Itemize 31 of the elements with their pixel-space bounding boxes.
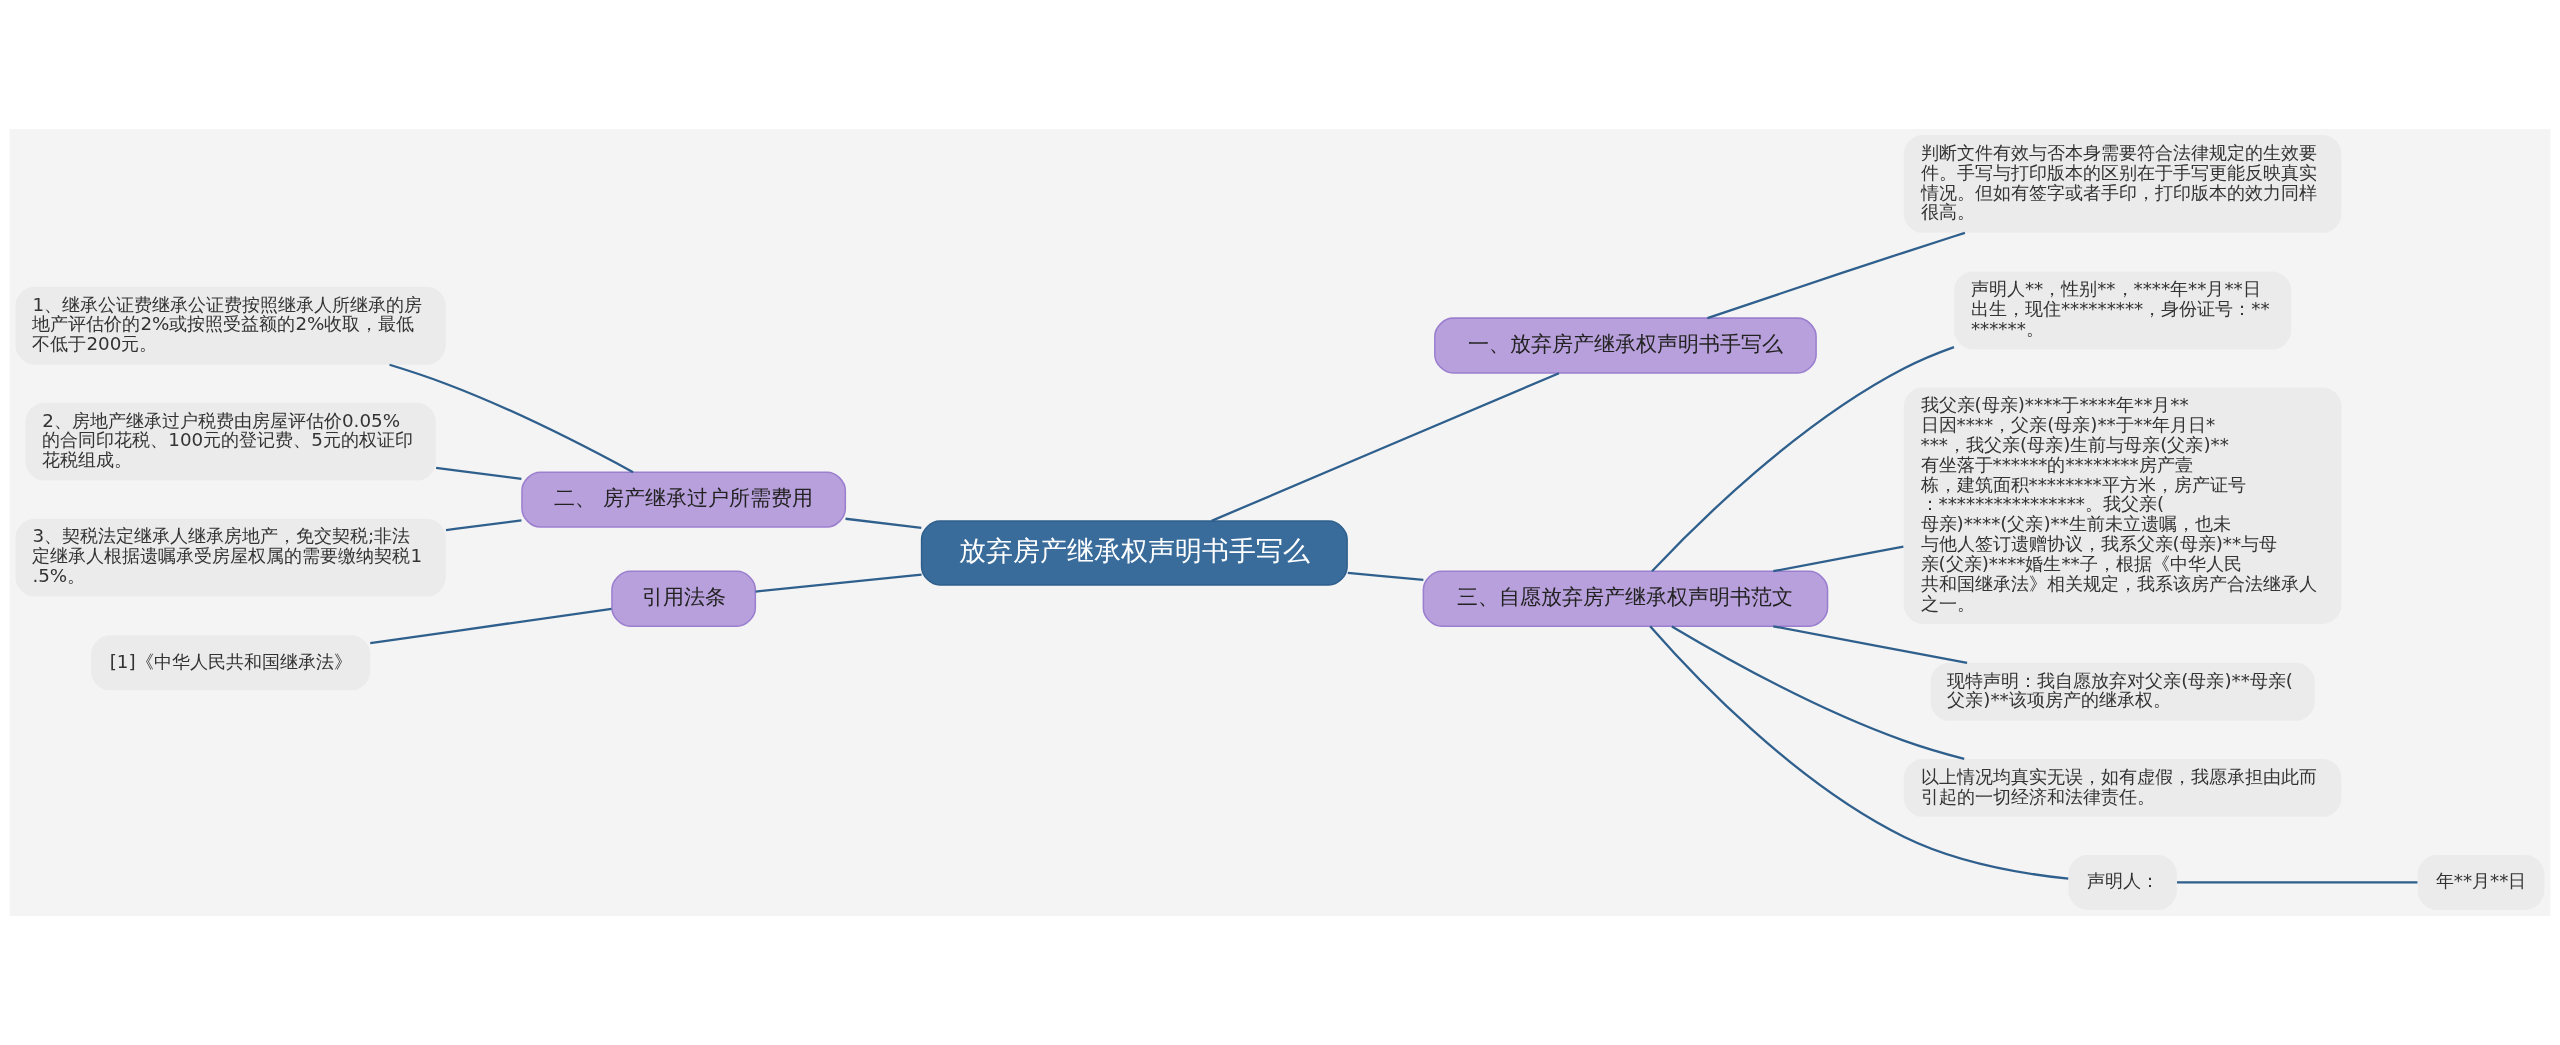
connector xyxy=(1347,571,1424,582)
node-box: 声明人**，性别**，****年**月**日出生，现住*********，身份证号：********。 xyxy=(1954,271,2292,350)
node-box: 年**月**日 xyxy=(2417,855,2545,910)
connector xyxy=(755,573,922,593)
node-box: 判断文件有效与否本身需要符合法律规定的生效要件。手写与打印版本的区别在于手写更能反映真实情况。但如有签字或者手印，打印版本的效力同样很高。 xyxy=(1903,135,2342,233)
connector xyxy=(445,519,522,532)
connector xyxy=(1671,625,1965,760)
node-box: 我父亲(母亲)****于****年**月**日因****，父亲(母亲)**于**年月日****，我父亲(母亲)生前与母亲(父亲)**有坐落于******的********房产壹栋，建筑面积********平方米，房产证号：****************。我父亲(母亲)****(父亲)**生前未立遗嘱，也未与他人签订遗赠协议，我系父亲(母亲)**与母亲(父亲)****婚生**子，根据《中华人民共和国继承法》相关规定，我系该房产合法继承人之一。 xyxy=(1903,387,2342,624)
node-box: 2、房地产继承过户税费由房屋评估价0.05%的合同印花税、100元的登记费、5元的权证印花税组成。 xyxy=(25,402,436,481)
connector xyxy=(370,607,612,645)
node-box: 以上情况均真实无误，如有虚假，我愿承担由此而引起的一切经济和法律责任。 xyxy=(1903,758,2342,817)
connector xyxy=(845,517,922,529)
connector xyxy=(1773,625,1968,664)
node-box: 声明人： xyxy=(2068,855,2177,910)
node-box: 二、 房产继承过户所需费用 xyxy=(521,471,847,528)
connector xyxy=(1649,625,2069,880)
node-box: 3、契税法定继承人继承房地产，免交契税;非法定继承人根据遗嘱承受房屋权属的需要缴纳契税1.5%。 xyxy=(15,518,446,597)
connector xyxy=(1773,545,1904,573)
node-box: 引用法条 xyxy=(611,570,757,627)
connector xyxy=(1211,372,1560,522)
connector xyxy=(1707,231,1966,320)
node-box: 放弃房产继承权声明书手写么 xyxy=(920,520,1348,586)
connector xyxy=(1651,346,1955,573)
connector xyxy=(2177,881,2418,884)
connector xyxy=(389,363,634,474)
node-box: 一、放弃房产继承权声明书手写么 xyxy=(1434,317,1817,374)
node-box: 三、自愿放弃房产继承权声明书范文 xyxy=(1422,570,1829,627)
node-box: [1]《中华人民共和国继承法》 xyxy=(91,635,371,691)
node-box: 现特声明：我自愿放弃对父亲(母亲)**母亲(父亲)**该项房产的继承权。 xyxy=(1930,662,2315,721)
node-box: 1、继承公证费继承公证费按照继承人所继承的房地产评估价的2%或按照受益额的2%收取，最低不低于200元。 xyxy=(15,286,446,365)
connector xyxy=(435,466,522,481)
